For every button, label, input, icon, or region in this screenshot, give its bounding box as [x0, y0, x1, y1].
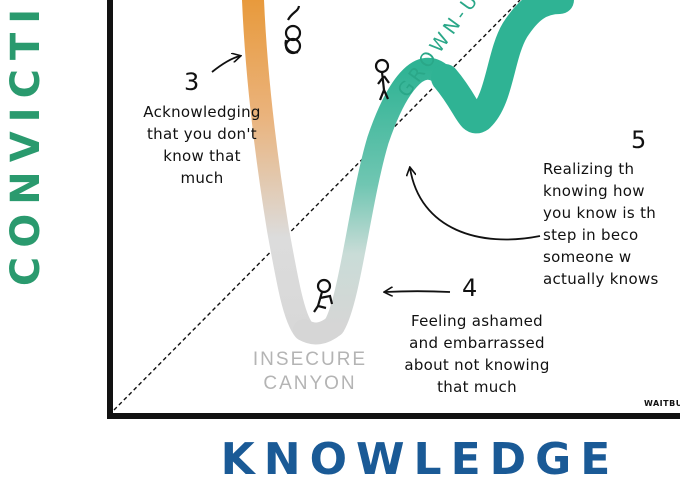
stick-figure-icon: [284, 5, 302, 55]
step-4-number: 4: [462, 274, 478, 302]
step-3-text: Acknowledging that you don't know that m…: [143, 103, 261, 187]
y-axis-label: CONVICTI: [3, 0, 49, 287]
artist-credit: WAITBU: [644, 399, 680, 408]
arrow-icon: [385, 291, 451, 292]
curve-descent: [242, 0, 315, 341]
stick-figure-icon: [374, 58, 390, 101]
arrow-icon: [211, 56, 240, 73]
step-5-number: 5: [631, 126, 647, 154]
stick-figure-icon: [313, 278, 334, 313]
diagonal-reference-line: [113, 0, 521, 411]
curve-mountain: [431, 0, 574, 134]
step-5-text: Realizing th knowing how you know is th …: [543, 160, 659, 288]
step-4-text: Feeling ashamed and embarrassed about no…: [404, 312, 550, 396]
step-3-number: 3: [184, 68, 200, 96]
x-axis-label: KNOWLEDGE: [220, 434, 620, 485]
curve-ascent: [323, 57, 456, 337]
arrow-icon: [410, 168, 541, 241]
insecure-canyon-label: INSECURE CANYON: [252, 349, 368, 394]
